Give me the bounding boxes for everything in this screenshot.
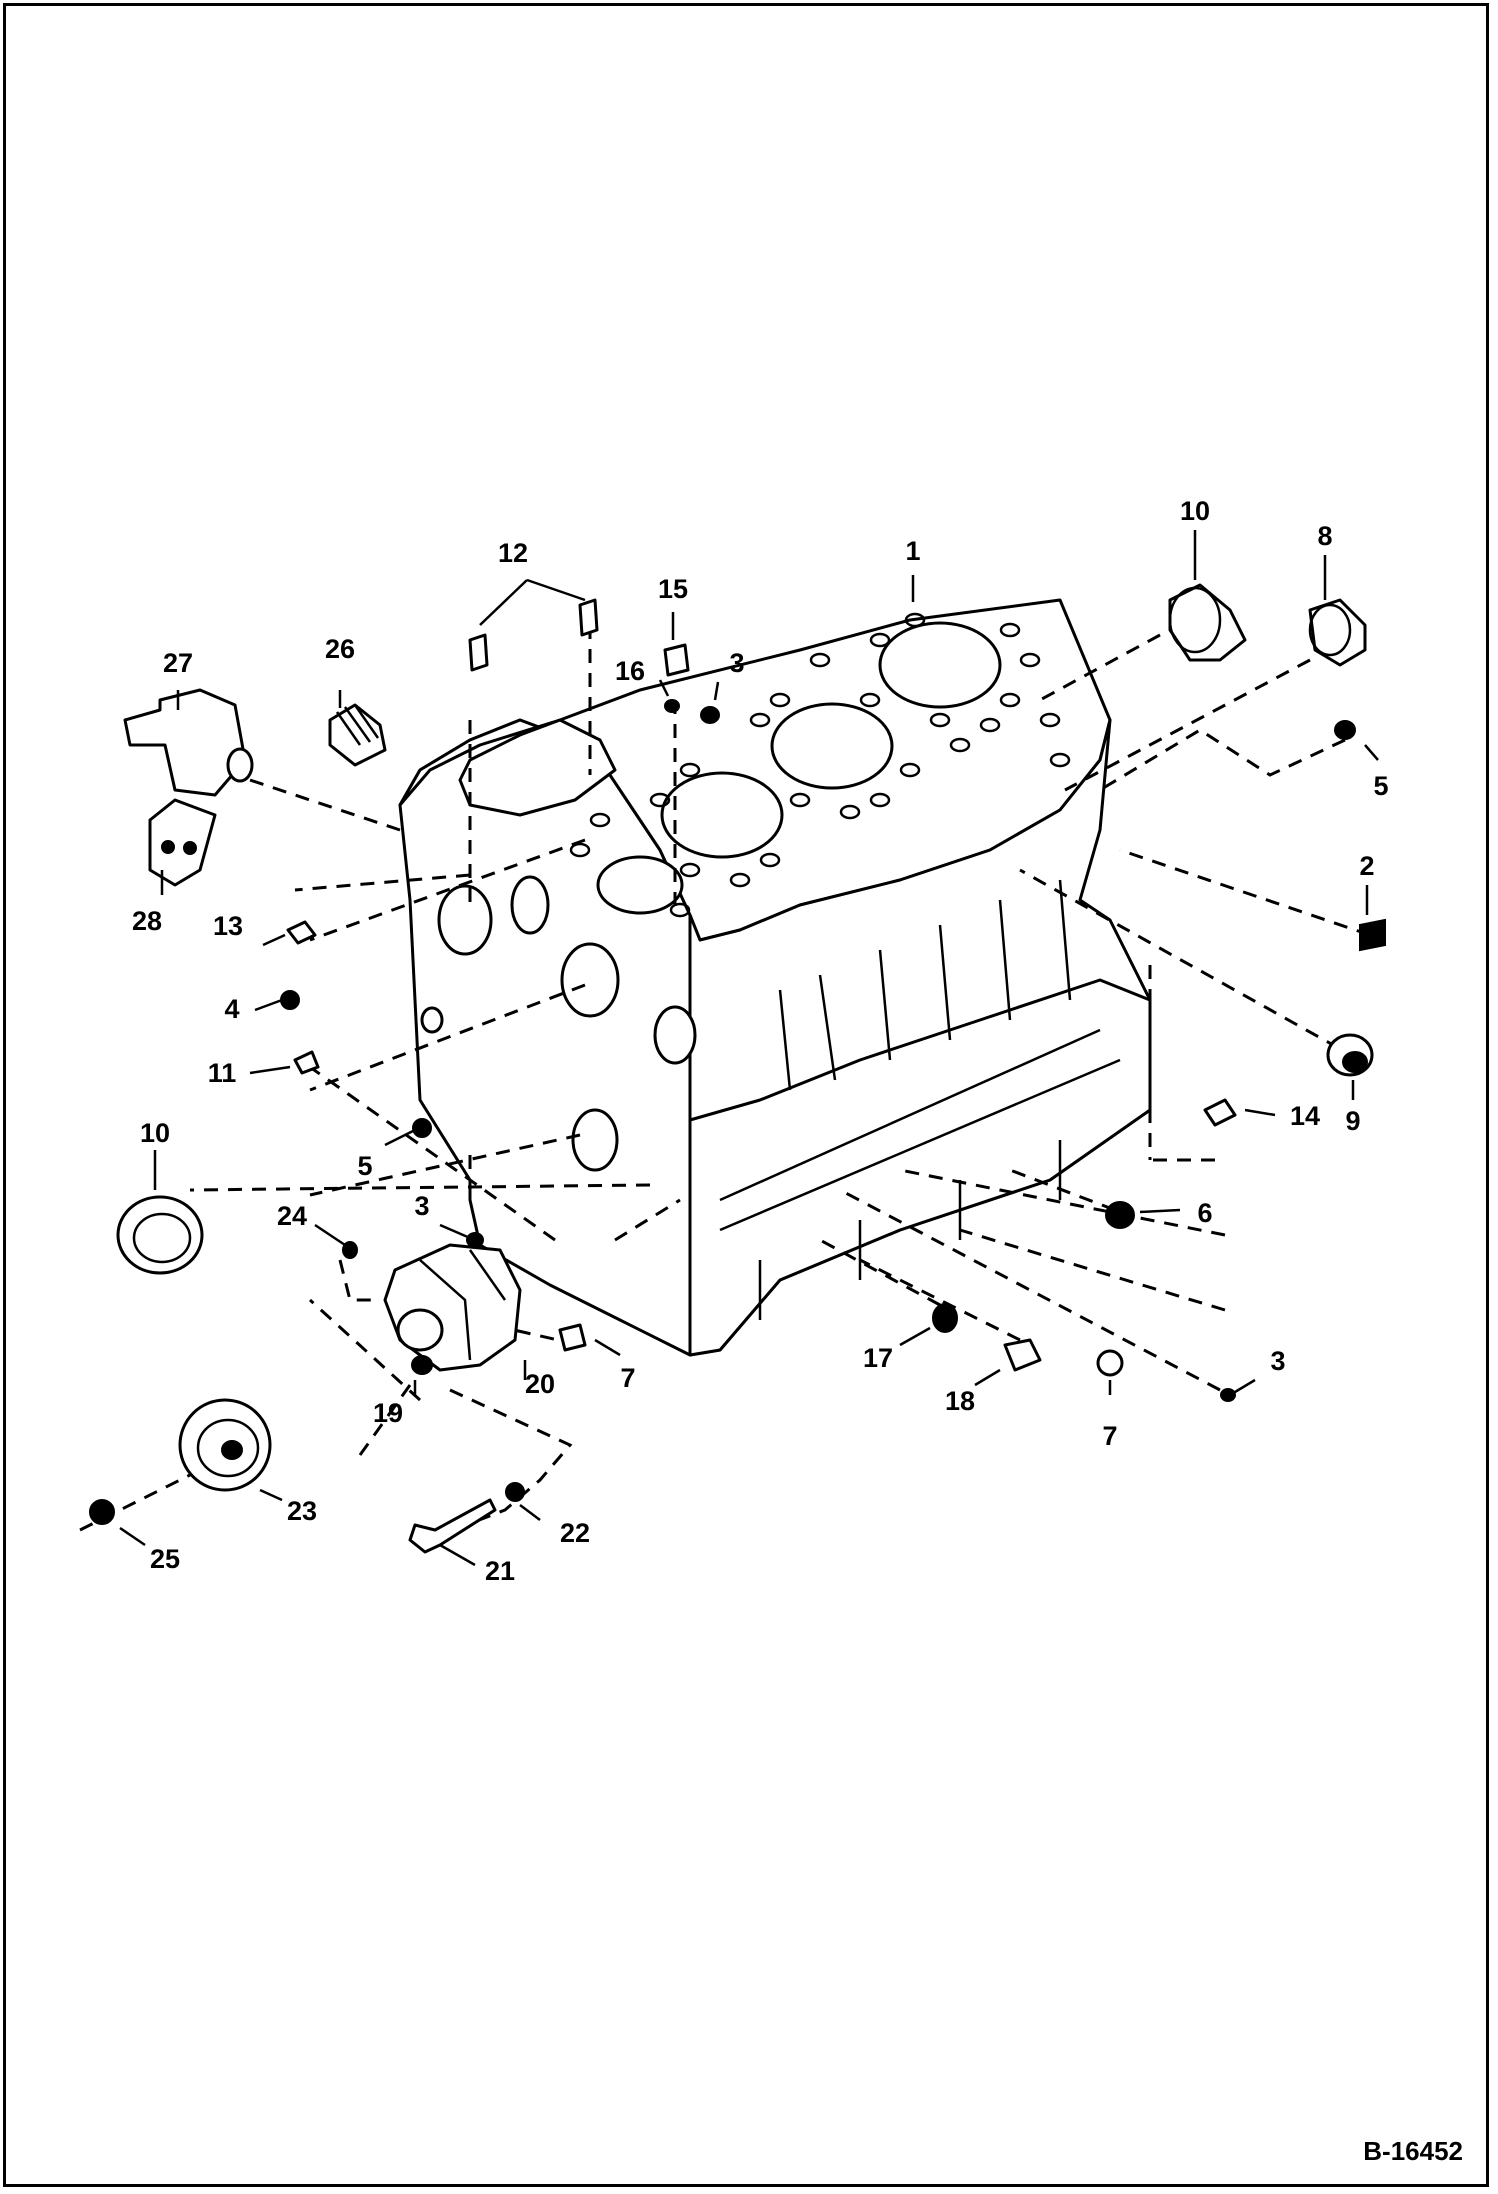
callout-1: 1 [905,536,920,566]
callout-3-top: 3 [729,648,744,678]
callout-7-right: 7 [1102,1421,1117,1451]
pin-11 [293,1050,320,1075]
pin-13 [286,920,317,945]
callout-11: 11 [208,1058,237,1088]
callout-23: 23 [287,1496,317,1526]
figure-reference: B-16452 [1363,2136,1463,2166]
leader-lines [119,530,1379,1567]
bolt-12-left [468,633,489,672]
callout-28: 28 [132,906,162,936]
callout-17: 17 [863,1343,893,1373]
callout-5-right: 5 [1373,771,1388,801]
end-bore-5 [571,1108,619,1172]
plug-4 [280,990,300,1010]
washer-22 [505,1482,525,1502]
callout-19: 19 [373,1398,403,1428]
frame-border [3,3,1489,2187]
callout-15: 15 [658,574,688,604]
solenoid-27 [123,688,247,797]
callout-18: 18 [945,1386,975,1416]
end-bore-2 [510,875,550,935]
end-bore-1 [437,884,493,956]
washer-16 [664,699,680,713]
plug-6 [1105,1201,1135,1229]
callout-7-left: 7 [620,1363,635,1393]
callout-8: 8 [1317,521,1332,551]
bolt-18 [1003,1338,1042,1372]
cylinder-bore-1 [878,621,1002,709]
oil-pump-20 [383,1243,522,1372]
nut-25 [89,1499,115,1525]
callout-12: 12 [498,538,528,568]
plug-7-right [1096,1349,1124,1377]
plug-2 [1359,918,1386,952]
plug-3-left [466,1232,484,1248]
callout-3-left: 3 [414,1191,429,1221]
plug-3-right [1220,1388,1236,1402]
top-cover-plate [458,718,617,817]
side-ribs [719,879,1121,1320]
callout-4: 4 [224,994,239,1024]
plug-17 [932,1303,958,1333]
callout-9: 9 [1345,1106,1360,1136]
callout-labels: 1 2 3 3 3 3 4 5 5 6 7 7 8 9 10 10 11 12 … [132,496,1389,1586]
callout-20: 20 [525,1369,555,1399]
cylinder-bore-3 [660,771,784,859]
end-bore-6 [420,1006,444,1034]
callout-27: 27 [163,648,193,678]
plug-19 [411,1355,433,1375]
bracket-28 [148,798,217,887]
seal-10-lower [116,1195,204,1275]
callout-3-right: 3 [1270,1346,1285,1376]
plug-7-left [558,1323,587,1352]
assembly-lines [79,625,1371,1537]
cylinder-block [398,598,1152,1357]
callout-25: 25 [150,1544,180,1574]
deck-holes [569,612,1071,918]
callout-21: 21 [485,1556,515,1586]
end-bore-3 [560,942,620,1018]
callout-26: 26 [325,634,355,664]
pin-14 [1203,1098,1237,1127]
plug-5-left [412,1118,432,1138]
cap-8 [1308,598,1367,667]
callout-24: 24 [277,1201,307,1231]
cylinder-bore-4 [596,855,684,915]
plug-15 [663,643,690,677]
bolt-21 [408,1498,497,1554]
pin-24 [342,1241,358,1259]
callout-6: 6 [1197,1198,1212,1228]
cylinder-bore-2 [770,702,894,790]
callout-10-lower: 10 [140,1118,170,1148]
callout-16: 16 [615,656,645,686]
plug-3-top [700,706,720,724]
plug-5-right [1334,720,1356,740]
callout-22: 22 [560,1518,590,1548]
callout-2: 2 [1359,851,1374,881]
bolt-12-right [578,598,599,637]
callout-13: 13 [213,911,243,941]
end-bore-4 [653,1005,697,1065]
callout-5-left: 5 [357,1151,372,1181]
callout-14: 14 [1290,1101,1320,1131]
callout-10-upper: 10 [1180,496,1210,526]
